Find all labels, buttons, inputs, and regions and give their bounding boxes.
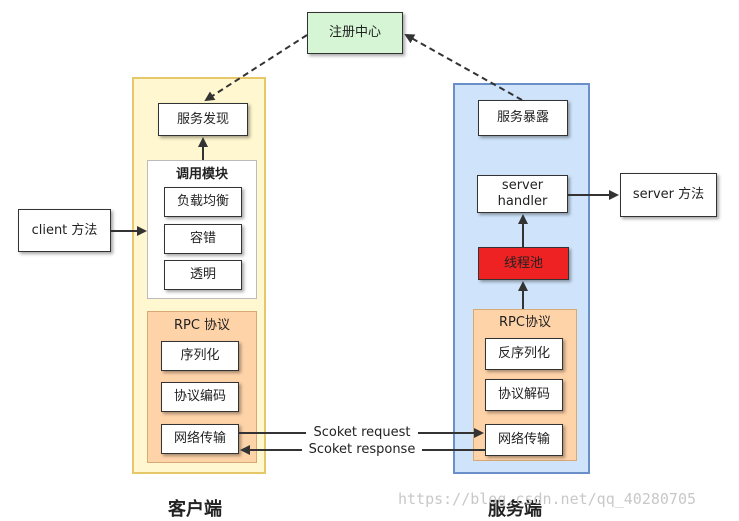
client-method-node: client 方法: [18, 209, 111, 252]
serialize-node: 序列化: [161, 341, 239, 371]
protocol-encode-node: 协议编码: [161, 382, 239, 412]
load-balance-node: 负载均衡: [164, 187, 242, 217]
server-title: 服务端: [488, 499, 542, 520]
server-handler-node: server handler: [477, 175, 568, 213]
client-title: 客户端: [168, 499, 222, 520]
server-method-node: server 方法: [620, 173, 717, 217]
fault-tolerance-node: 容错: [164, 224, 242, 254]
deserialize-node: 反序列化: [485, 338, 563, 370]
socket-request-label: Scoket request: [306, 425, 418, 441]
socket-response-label: Scoket response: [302, 442, 422, 458]
service-expose-node: 服务暴露: [478, 100, 568, 136]
server-handler-line1: server: [501, 178, 544, 193]
expose-to-registry-arrow: [404, 34, 523, 101]
client-network-node: 网络传输: [161, 424, 239, 454]
transparent-node: 透明: [164, 260, 242, 290]
protocol-decode-node: 协议解码: [485, 379, 563, 411]
server-rpc-title: RPC协议: [499, 315, 551, 330]
server-handler-line2: handler: [497, 194, 548, 209]
invoke-module-title: 调用模块: [175, 167, 228, 182]
server-network-node: 网络传输: [485, 424, 563, 456]
discovery-to-registry-arrow: [204, 34, 308, 102]
client-rpc-title: RPC 协议: [173, 318, 231, 333]
service-discovery-node: 服务发现: [158, 103, 248, 136]
registry-node: 注册中心: [307, 12, 403, 54]
thread-pool-node: 线程池: [478, 247, 569, 280]
watermark: https://blog.csdn.net/qq_40280705: [398, 490, 697, 508]
